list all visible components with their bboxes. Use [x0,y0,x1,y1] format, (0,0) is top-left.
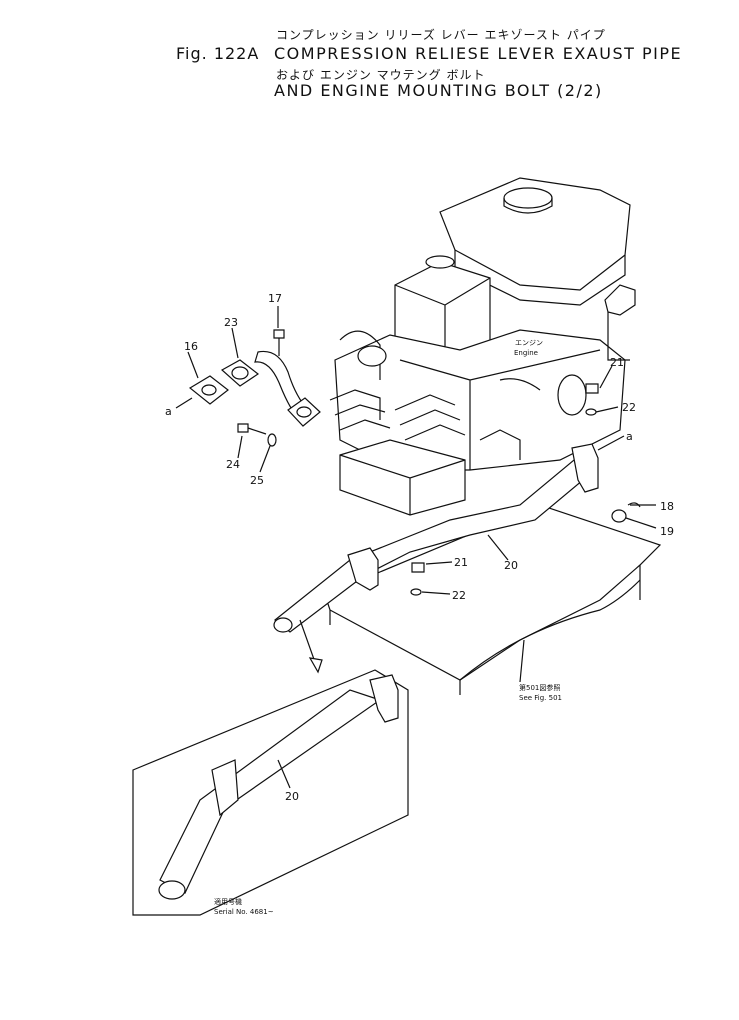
callout-25: 25 [250,474,264,487]
exhaust-pipe-and-plate: 第501図参照 See Fig. 501 [273,365,662,702]
callout-22-lower: 22 [452,589,466,602]
callout-20-main: 20 [504,559,518,572]
title-jp-line1: コンプレッション リリーズ レバー エキゾースト パイプ [276,28,606,42]
callout-18: 18 [660,500,674,513]
serial-label-en: Serial No. 4681~ [214,908,274,916]
title-en-line1: COMPRESSION RELIESE LEVER EXAUST PIPE [274,44,683,63]
callout-numbers: 17 23 16 a 24 25 21 22 a 18 19 20 21 22 … [165,292,674,803]
engine-assembly: エンジン Engine [329,177,636,516]
callout-19: 19 [660,525,674,538]
callout-22-upper: 22 [622,401,636,414]
exhaust-elbow-parts [175,306,321,473]
inset-variant-box: 適用号機 Serial No. 4681~ [132,669,409,916]
callout-24: 24 [226,458,240,471]
callout-20-inset: 20 [285,790,299,803]
callout-21-lower: 21 [454,556,468,569]
callout-a-left: a [165,405,172,418]
callout-16: 16 [184,340,198,353]
callout-17: 17 [268,292,282,305]
title-en-line2: AND ENGINE MOUNTING BOLT (2/2) [274,81,603,100]
see-fig-ref-en: See Fig. 501 [519,694,562,702]
callout-21-upper: 21 [610,356,624,369]
callout-23: 23 [224,316,238,329]
see-fig-ref-jp: 第501図参照 [519,683,560,692]
engine-label-jp: エンジン [515,339,543,347]
serial-label-jp: 適用号機 [214,897,242,906]
engine-label-en: Engine [514,349,538,357]
figure-number: Fig. 122A [176,44,260,63]
callout-a-right: a [626,430,633,443]
title-jp-line2: および エンジン マウテング ボルト [276,68,486,82]
